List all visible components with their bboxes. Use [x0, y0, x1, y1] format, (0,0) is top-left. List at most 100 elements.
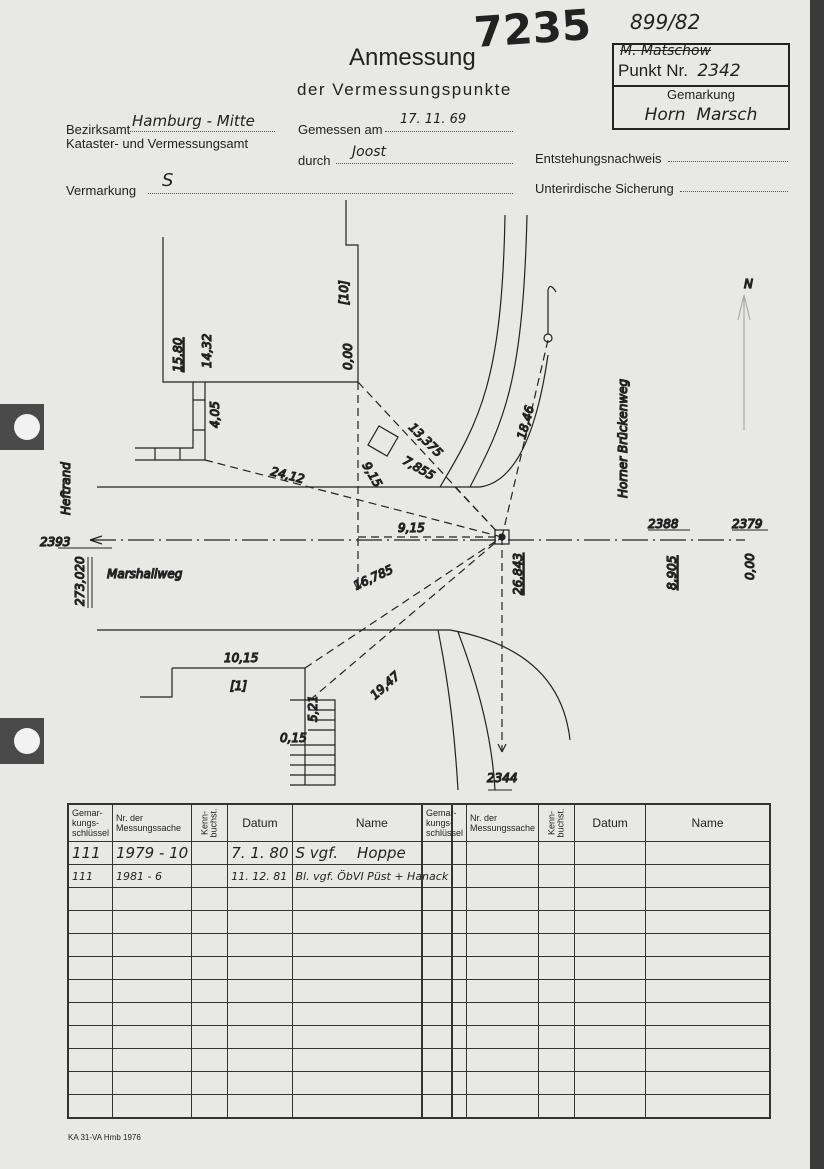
table-row [67, 887, 453, 911]
table-cell [538, 1002, 576, 1026]
table-cell [574, 979, 647, 1003]
table-cell [574, 1002, 647, 1026]
building-number: [1] [230, 679, 247, 693]
table-cell [227, 1002, 293, 1026]
table-cell [645, 1094, 771, 1119]
table-cell [645, 956, 771, 980]
table-cell [574, 864, 647, 888]
measure-label: 0,15 [280, 731, 307, 745]
table-cell [191, 933, 229, 957]
table-cell: 1979 - 10 [112, 841, 193, 865]
table-cell [538, 933, 576, 957]
table-cell [538, 1025, 576, 1049]
table-cell [112, 1048, 193, 1072]
measurement-lines [204, 339, 549, 750]
table-row [67, 979, 453, 1003]
streets [97, 214, 571, 791]
arrow-icons [353, 581, 507, 753]
table-cell [112, 887, 193, 911]
measure-label: 9,15 [398, 521, 425, 535]
table-cell [191, 1025, 229, 1049]
table-cell [421, 841, 468, 865]
table-cell [574, 910, 647, 934]
page-title: Anmessung [349, 44, 476, 71]
measure-label: 273,020 [73, 556, 87, 606]
table-cell [227, 1094, 293, 1119]
table-row [421, 864, 771, 888]
table-cell [421, 956, 468, 980]
table-cell [112, 1071, 193, 1095]
table-cell [67, 887, 114, 911]
table-cell [421, 1094, 468, 1119]
table-cell [191, 1048, 229, 1072]
table-cell [538, 841, 576, 865]
table-cell [538, 979, 576, 1003]
table-cell [645, 1002, 771, 1026]
table-cell [421, 933, 468, 957]
table-cell [227, 1071, 293, 1095]
table-cell [421, 864, 468, 888]
table-cell [538, 864, 576, 888]
gemarkung-value: Horn Marsch [644, 105, 758, 125]
table-row [421, 1048, 771, 1072]
table-cell [538, 910, 576, 934]
measurements-table-left: Gemar- kungs- schlüssel Nr. der Messungs… [67, 803, 454, 1119]
table-cell [67, 1002, 114, 1026]
table-cell: 111 [67, 841, 114, 865]
table-cell [466, 1002, 540, 1026]
table-cell [645, 841, 771, 865]
bezirksamt-value: Hamburg - Mitte [132, 112, 255, 130]
crossed-out-name: M. Matschow [620, 43, 712, 59]
table-cell [421, 910, 468, 934]
table-row [421, 933, 771, 957]
point-box: M. Matschow Punkt Nr. 2342 Gemarkung Hor… [612, 43, 790, 130]
table-cell [67, 1025, 114, 1049]
street-name-east: Horner Brückenweg [616, 378, 630, 498]
table-cell [645, 910, 771, 934]
table-cell: 1981 - 6 [112, 864, 193, 888]
col-header-nr: Nr. der Messungssache [112, 803, 193, 842]
measure-label: 5,21 [306, 695, 320, 722]
table-cell [466, 1071, 540, 1095]
table-row [67, 1002, 453, 1026]
point-label: 2344 [487, 771, 518, 785]
north-arrow-icon [737, 294, 751, 430]
table-cell [421, 887, 468, 911]
table-cell [191, 1071, 229, 1095]
table-cell [67, 1048, 114, 1072]
survey-point-icon [498, 533, 506, 541]
sicherung-label: Unterirdische Sicherung [535, 181, 674, 196]
table-cell: 111 [67, 864, 114, 888]
entstehung-label: Entstehungsnachweis [535, 151, 662, 166]
table-cell [421, 1025, 468, 1049]
table-cell [645, 1048, 771, 1072]
amt-label: Kataster- und Vermessungsamt [66, 136, 249, 151]
table-cell [538, 887, 576, 911]
punch-hole [0, 404, 44, 450]
punch-hole [0, 718, 44, 764]
table-row [67, 1071, 453, 1095]
measure-label: 4,05 [208, 401, 222, 428]
table-cell [227, 979, 293, 1003]
col-header-datum: Datum [574, 803, 647, 842]
table-row [421, 956, 771, 980]
table-cell [112, 956, 193, 980]
table-cell [421, 979, 468, 1003]
durch-label: durch [298, 153, 331, 168]
measure-label: 0,00 [341, 343, 355, 370]
point-label: 2393 [40, 535, 71, 549]
table-cell [67, 933, 114, 957]
north-label: N [744, 277, 753, 291]
table-cell [67, 1071, 114, 1095]
vermarkung-label: Vermarkung [66, 183, 137, 198]
survey-point-marker [494, 529, 510, 545]
col-header-gemarkung: Gemar- kungs- schlüssel [421, 803, 468, 842]
table-cell [645, 864, 771, 888]
punkt-value: 2342 [697, 61, 741, 81]
table-cell [227, 956, 293, 980]
heftrand-label: Heftrand [59, 462, 73, 515]
table-row [421, 841, 771, 865]
table-cell [191, 1094, 229, 1119]
